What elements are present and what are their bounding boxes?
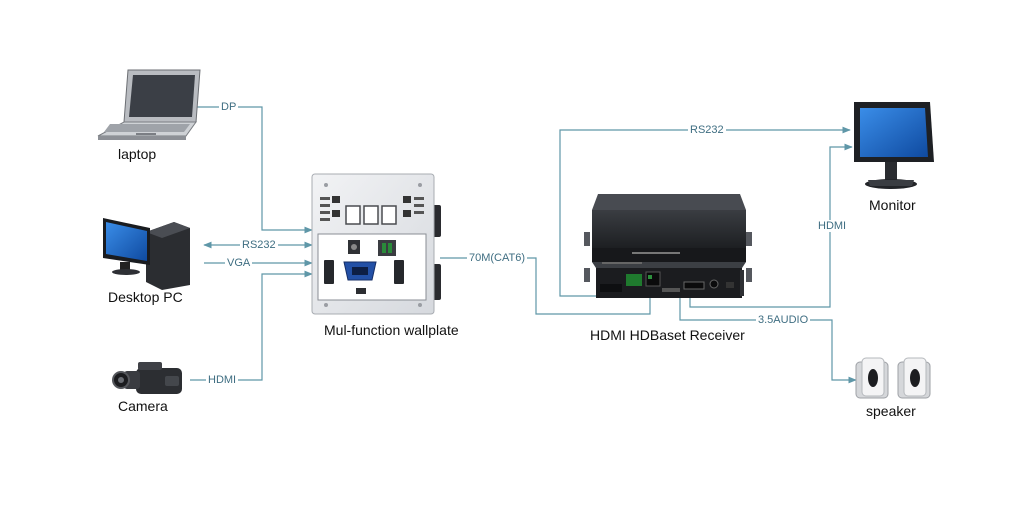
laptop-label: laptop — [118, 146, 157, 162]
laptop-icon — [97, 69, 201, 140]
monitor-icon — [854, 102, 934, 189]
receiver-icon — [584, 194, 752, 298]
audio-line — [679, 296, 857, 384]
hdmi-right-label: HDMI — [816, 220, 849, 232]
connection-lines — [190, 106, 857, 384]
rs232-right-label: RS232 — [688, 124, 726, 136]
dp-line — [190, 106, 313, 234]
monitor-label: Monitor — [869, 197, 916, 213]
hdmi-left-line — [190, 270, 313, 381]
audio-label: 3.5AUDIO — [756, 314, 811, 326]
desktop-pc-label: Desktop PC — [108, 289, 183, 305]
vga-label: VGA — [225, 257, 253, 269]
hdmi-left-label: HDMI — [206, 374, 239, 386]
speaker-icon — [855, 357, 931, 399]
camera-label: Camera — [118, 398, 168, 414]
dp-label: DP — [219, 101, 239, 113]
receiver-label: HDMI HDBaset Receiver — [590, 327, 745, 343]
speaker-label: speaker — [866, 403, 916, 419]
hdmi-right-line — [689, 143, 853, 308]
cat6-label: 70M(CAT6) — [467, 252, 528, 264]
rs232-left-label: RS232 — [240, 239, 278, 251]
wallplate-icon — [311, 173, 441, 315]
desktop-pc-icon — [103, 218, 190, 290]
wallplate-label: Mul-function wallplate — [324, 322, 459, 338]
camera-icon — [112, 362, 182, 394]
